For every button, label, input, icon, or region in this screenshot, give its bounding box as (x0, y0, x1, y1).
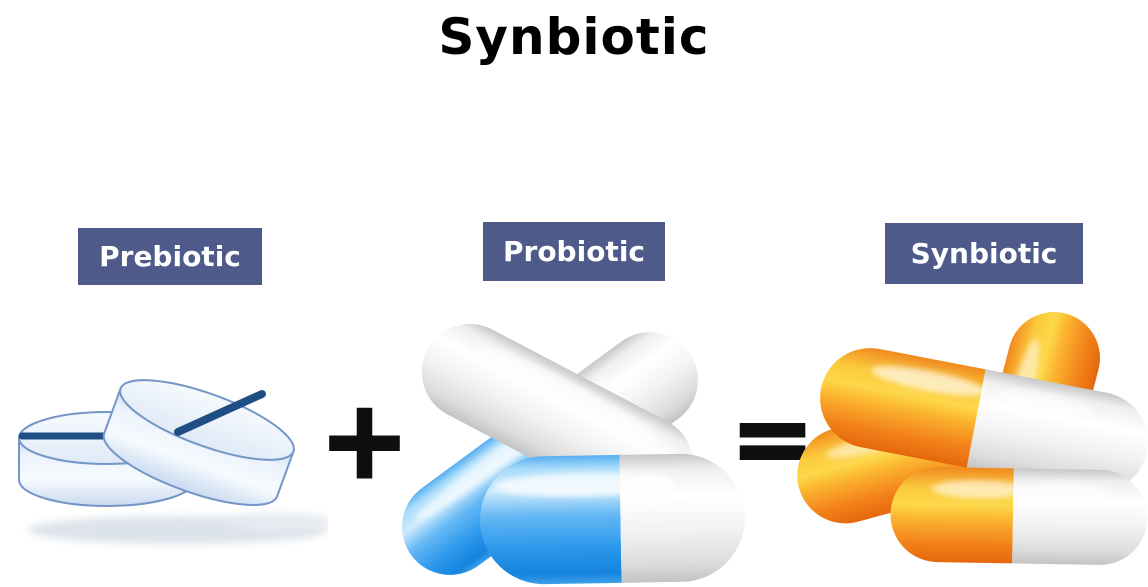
blue-white-capsules-illustration (402, 323, 745, 585)
probiotic-label: Probiotic (483, 222, 665, 281)
capsule-blue-white-front (480, 453, 745, 585)
capsule-orange-white-diagonal (820, 348, 1148, 492)
plus-operator: + (318, 376, 412, 504)
orange-white-capsules-illustration (797, 312, 1148, 565)
probiotic-label-text: Probiotic (502, 235, 646, 268)
capsule-orange-white-front (890, 467, 1148, 565)
prebiotic-label: Prebiotic (78, 228, 262, 285)
tablet-right-score-line (174, 390, 266, 436)
synbiotic-label: Synbiotic (885, 223, 1083, 284)
tablet-shadow (28, 513, 328, 544)
page-title: Synbiotic (438, 8, 710, 66)
tablets-illustration (18, 379, 328, 544)
prebiotic-label-text: Prebiotic (99, 240, 241, 273)
synbiotic-label-text: Synbiotic (910, 237, 1058, 270)
